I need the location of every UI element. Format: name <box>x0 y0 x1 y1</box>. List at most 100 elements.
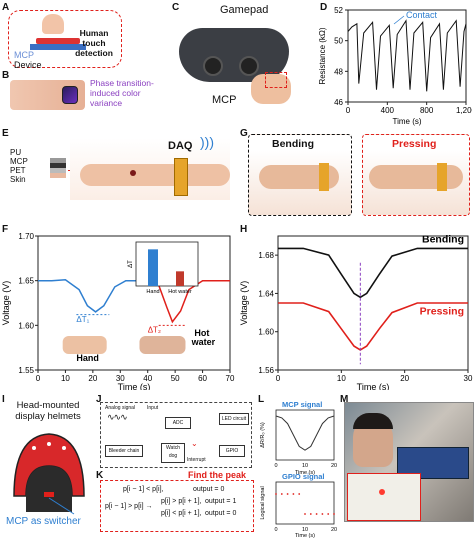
chart-f-inset-ylabel: ΔT <box>128 260 134 268</box>
pressing-band-icon <box>437 163 447 191</box>
equation-box: p[i − 1] < p[i], output = 0 p[i − 1] > p… <box>100 480 254 532</box>
chart-f-xtick-label: 60 <box>198 374 207 383</box>
chart-d-xtick-label: 800 <box>420 106 434 115</box>
panel-label-h: H <box>240 224 248 235</box>
joystick-right-icon <box>239 56 259 76</box>
chart-l-gpio-point <box>275 493 277 495</box>
arm-icon <box>80 164 230 186</box>
led-label: LED circuit <box>221 416 247 422</box>
helmet-icon <box>13 433 85 515</box>
gamepad-photo <box>175 18 295 110</box>
led-light-icon <box>379 489 385 495</box>
gpio-block: GPIO <box>219 445 245 457</box>
chart-f-inset-bar <box>176 271 184 286</box>
chart-h-xtick-label: 0 <box>276 374 281 383</box>
chart-l-gpio-point <box>333 513 335 515</box>
panel-label-a: A <box>2 2 10 13</box>
chart-h-series-line-pressing <box>278 302 468 351</box>
chart-f-ytick-label: 1.70 <box>18 232 34 241</box>
adc-block: ADC <box>165 417 191 429</box>
daq-band-icon <box>174 158 188 196</box>
eq2-cond2: p[i] < p[i + 1], <box>161 510 202 517</box>
chart-l-top-xtick-label: 20 <box>331 463 337 469</box>
hand-icon <box>251 74 291 104</box>
chart-l-gpio-point <box>286 493 289 495</box>
hand-finger-icon <box>42 14 64 34</box>
chart-d-annotation: Contact <box>406 10 438 20</box>
chart-f-hand-label: Hand <box>76 353 99 363</box>
panel-label-i: I <box>2 394 5 405</box>
chart-d-ytick-label: 50 <box>334 37 343 46</box>
watchdog-block: Watch dog <box>161 443 185 463</box>
chart-l-bottom-frame <box>275 481 335 525</box>
chart-l-bottom-xtick-label: 0 <box>274 527 277 533</box>
chart-d-ytick-label: 46 <box>334 98 343 107</box>
chart-l-gpio-point <box>298 493 301 495</box>
panel-label-b: B <box>2 70 10 81</box>
chart-h-ytick-label: 1.68 <box>258 251 274 260</box>
panel-label-k: K <box>96 470 104 481</box>
chart-h-xtick-label: 10 <box>337 374 346 383</box>
adc-label: ADC <box>172 420 184 426</box>
watchdog-label: Watch dog <box>166 445 180 459</box>
pressing-hand-icon <box>369 165 463 189</box>
bending-label: Bending <box>272 138 314 150</box>
helmet-title: Head-mounted display helmets <box>15 400 81 422</box>
phase-transition-caption: Phase transition-induced color variance <box>90 78 154 108</box>
eq1-right: output = 0 <box>193 486 225 493</box>
panel-label-d: D <box>320 2 328 13</box>
chart-h-ytick-label: 1.64 <box>258 289 274 298</box>
eq2-left: p[i − 1] > p[i] → <box>105 503 153 510</box>
chart-f-xtick-label: 70 <box>226 374 235 383</box>
chart-h-ytick-label: 1.60 <box>258 328 274 337</box>
panel-label-e: E <box>2 128 9 139</box>
panel-label-m: M <box>340 394 349 405</box>
color-patch-icon <box>62 86 78 104</box>
eq2-out2: output = 0 <box>205 510 237 517</box>
chart-l-gpio-point <box>280 493 283 495</box>
chart-h-legend-pressing: Pressing <box>420 305 464 317</box>
joystick-left-icon <box>203 56 223 76</box>
layer-label-mcp: MCP <box>10 157 28 166</box>
chart-l-gpio-title: GPIO signal <box>282 472 325 481</box>
layer-label-skin: Skin <box>10 175 26 184</box>
chart-h-xtick-label: 20 <box>400 374 409 383</box>
device-label-a: Device <box>14 60 42 70</box>
bending-band-icon <box>319 163 329 191</box>
chart-d-ytick-label: 52 <box>334 6 343 15</box>
mcp-device-icon <box>36 38 80 44</box>
chart-f-hotwater-photo <box>139 336 186 355</box>
chart-l-gpio-point <box>309 513 312 515</box>
pressing-label: Pressing <box>392 138 437 150</box>
lab-photo <box>344 402 474 522</box>
chart-l-mcp-title: MCP signal <box>282 400 322 409</box>
gamepad-icon <box>179 28 289 82</box>
chart-d-series-line <box>347 19 467 92</box>
input-label: Input <box>147 405 159 411</box>
chart-f-ytick-label: 1.65 <box>18 277 34 286</box>
chart-d-xlabel: Time (s) <box>392 117 421 126</box>
chart-d-xtick-label: 1,200 <box>456 106 472 115</box>
chart-l-top-xtick-label: 10 <box>302 463 308 469</box>
chart-f-xtick-label: 20 <box>88 374 97 383</box>
sensor-dot-icon <box>130 170 136 176</box>
eq2-out1: output = 1 <box>205 498 237 505</box>
chart-d-ylabel: Resistance (kΩ) <box>318 27 327 84</box>
layer-label-pu: PU <box>10 148 22 157</box>
chart-h-ytick-label: 1.56 <box>258 366 274 375</box>
hair-icon <box>353 413 393 429</box>
chart-f-ytick-label: 1.60 <box>18 321 34 330</box>
chart-l-gpio-point <box>321 513 324 515</box>
chart-f-xlabel: Time (s) <box>118 382 151 390</box>
wrist-photo <box>70 138 230 200</box>
chart-l-gpio-point <box>292 493 295 495</box>
pressing-box <box>362 134 470 216</box>
mcp-highlight-box <box>265 72 287 88</box>
chart-l-bottom-xtick-label: 10 <box>302 527 308 533</box>
chart-f-xtick-label: 40 <box>143 374 152 383</box>
panel-label-l: L <box>258 394 265 405</box>
sensor-stack-icon <box>50 158 66 182</box>
chart-f-xtick-label: 30 <box>116 374 125 383</box>
